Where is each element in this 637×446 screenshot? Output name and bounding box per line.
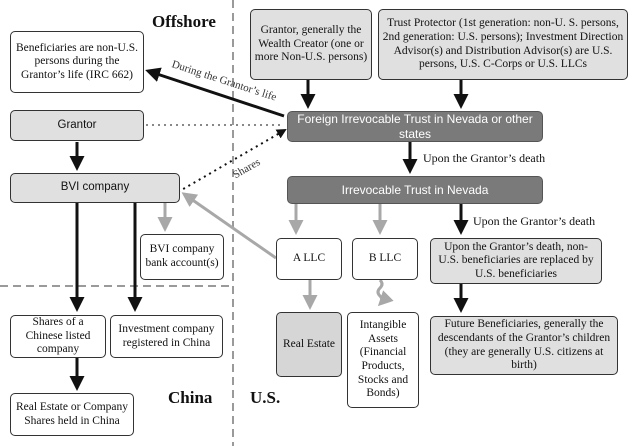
box-future-beneficiaries: Future Beneficiaries, generally the desc… [430,316,618,375]
region-china-label: China [168,388,213,407]
dotted-bvi-trust [177,128,287,193]
box-bvi-bank-account: BVI company bank account(s) [140,234,224,280]
label-upon-death-1: Upon the Grantor’s death [423,151,546,165]
box-irrevocable-trust-nevada: Irrevocable Trust in Nevada [287,176,543,204]
box-trust-protector: Trust Protector (1st generation: non-U. … [378,9,628,80]
box-bvi-company: BVI company [10,173,180,203]
box-replaced-beneficiaries: Upon the Grantor’s death, non-U.S. benef… [430,238,602,284]
box-b-llc: B LLC [352,238,418,280]
label-upon-death-2: Upon the Grantor’s death [473,214,596,228]
box-real-estate-china: Real Estate or Company Shares held in Ch… [10,393,134,436]
box-investment-company-china: Investment company registered in China [110,315,223,358]
box-grantor-wealth-creator: Grantor, generally the Wealth Creator (o… [250,9,372,80]
region-us-label: U.S. [250,388,281,407]
box-shares-chinese-company: Shares of a Chinese listed company [10,315,106,358]
box-real-estate: Real Estate [276,312,342,377]
box-foreign-irrevocable-trust: Foreign Irrevocable Trust in Nevada or o… [287,111,543,142]
box-grantor: Grantor [10,110,144,141]
arrow-bllc-intangible [376,278,394,307]
box-intangible-assets: Intangible Assets (Financial Products, S… [347,312,419,408]
box-a-llc: A LLC [276,238,342,280]
arrow-trust-beneficiaries [145,67,285,118]
region-offshore-label: Offshore [152,12,216,31]
box-beneficiaries-non-us: Beneficiaries are non-U.S. persons durin… [10,31,144,93]
arrow-allc-bvi [181,192,277,260]
